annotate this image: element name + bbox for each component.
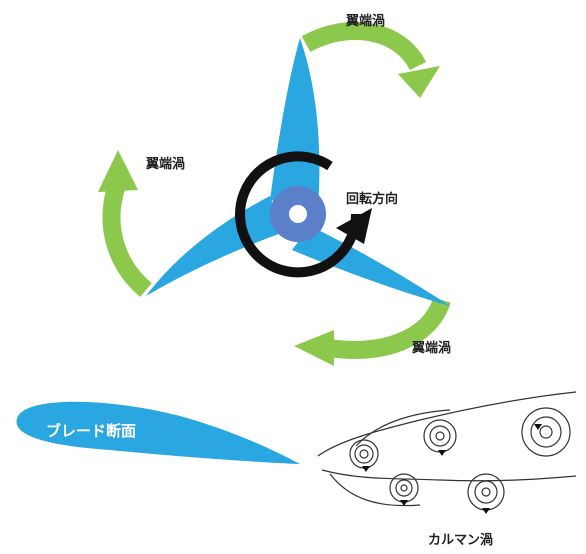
spiral-icon [423, 419, 457, 453]
blade-section-label: ブレード断面 [46, 422, 136, 440]
tip-vortex-label-top: 翼端渦 [345, 13, 385, 29]
tip-vortex-arrow-top [301, 22, 440, 98]
tip-vortex-label-left: 翼端渦 [145, 156, 185, 172]
tip-vortex-label-bottom: 翼端渦 [411, 340, 451, 356]
rotor-hub [270, 186, 326, 242]
blade-top [270, 38, 320, 210]
spiral-icon [349, 439, 379, 469]
tip-vortex-arrow-left [98, 150, 153, 297]
spiral-icon [389, 473, 419, 503]
karman-vortex-street [317, 391, 577, 514]
spiral-icon [521, 407, 571, 457]
blade-section-airfoil: ブレード断面 [16, 401, 301, 464]
spiral-icon [467, 473, 505, 511]
blade-right [292, 226, 450, 306]
rotation-arrow-icon [235, 151, 372, 278]
blade-left [146, 196, 284, 296]
rotation-direction-label: 回転方向 [346, 191, 398, 207]
tip-vortex-arrow-bottom [294, 296, 451, 366]
rotor-blades [146, 38, 450, 306]
karman-vortex-label: カルマン渦 [428, 533, 493, 548]
